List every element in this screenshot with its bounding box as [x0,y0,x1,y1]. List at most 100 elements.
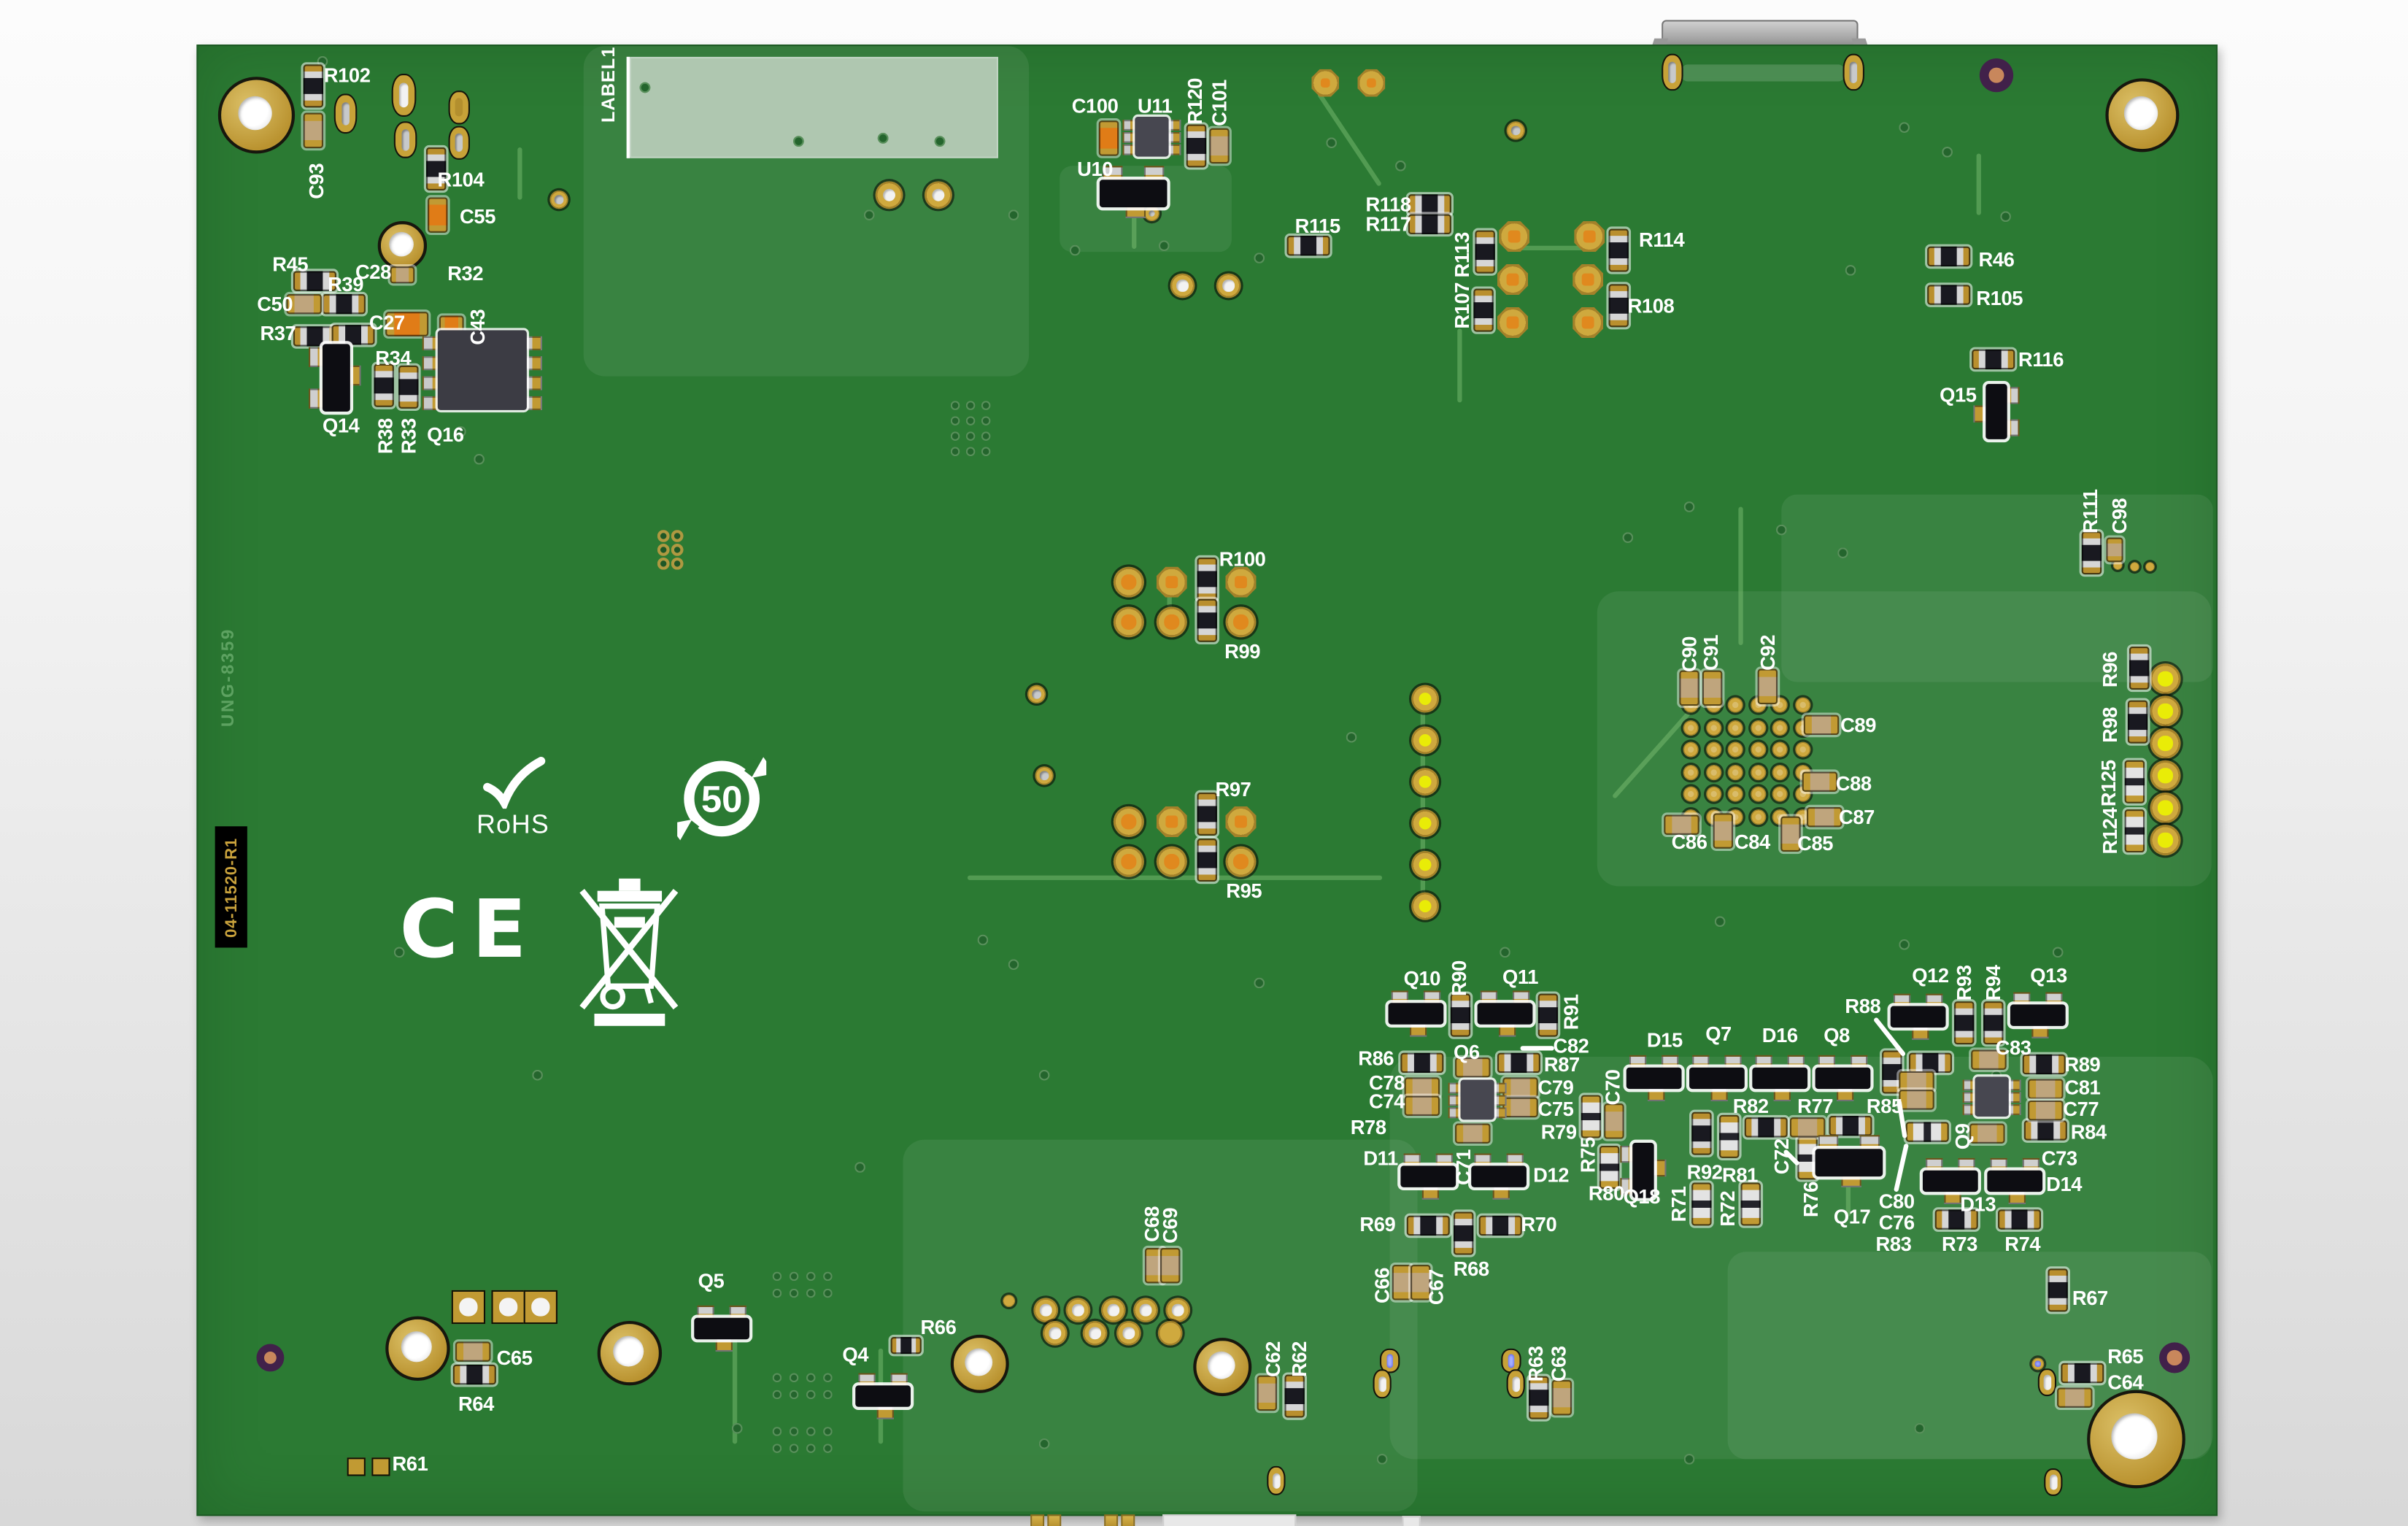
pad-center [1732,724,1739,731]
pad-center [1777,746,1783,753]
pad-round [1116,1320,1141,1346]
bga-pad [1750,786,1766,802]
capacitor-C74 [1404,1095,1440,1116]
via [789,1427,799,1436]
designator-R68: R68 [1453,1257,1489,1281]
pad-oval [1506,1369,1525,1399]
resistor-R92 [1691,1111,1712,1155]
via [823,1373,833,1383]
pad-center [1710,790,1716,798]
designator-C67: C67 [1424,1269,1448,1306]
trace [967,875,1383,879]
designator-C70: C70 [1601,1069,1624,1106]
resistor-R70 [1478,1215,1522,1236]
capacitor-C66 [1392,1265,1413,1300]
designator-R34: R34 [375,346,412,370]
designator-D12: D12 [1533,1163,1570,1187]
designator-R97: R97 [1215,777,1251,801]
pad-center [1122,574,1136,590]
designator-Q16: Q16 [427,423,464,447]
sot-body [1388,1003,1444,1025]
resistor-R108 [1608,284,1629,328]
via [1008,209,1019,221]
pad-round [1156,606,1187,638]
pad-octagon [1156,566,1187,598]
ic-body [1135,116,1169,157]
resistor-R91 [1537,993,1559,1037]
pad-center [555,195,563,204]
capacitor-C69 [1160,1247,1181,1284]
resistor-R115 [1286,236,1330,256]
designator-Q5: Q5 [698,1269,725,1293]
resistor-R65 [2061,1363,2104,1384]
sot-body [1477,1003,1533,1025]
designator-R82: R82 [1732,1094,1769,1118]
epup-50-recycle-mark: 50 [677,757,767,841]
capacitor-C72 [1789,1117,1826,1138]
pad-round [1156,846,1187,877]
pad-center [2158,704,2173,719]
resistor-R85 [1905,1122,1949,1142]
bga-pad [1705,786,1721,802]
designator-R95: R95 [1226,879,1262,903]
designator-R92: R92 [1686,1160,1723,1184]
capacitor-C92 [1757,668,1778,704]
resistor-R37 [293,326,336,347]
designator-R113: R113 [1450,232,1474,278]
via [474,453,485,465]
hole-bore [613,1336,644,1367]
via [671,530,684,542]
designator-R91: R91 [1559,994,1583,1030]
designator-R90: R90 [1447,960,1471,997]
resistor-R117 [1408,214,1451,234]
pad-center [882,188,896,201]
capacitor-C83 [1971,1049,2007,1070]
via [950,401,960,410]
transistor-Q12 [1890,993,1946,1040]
via [934,136,946,147]
pad-center [1732,813,1739,820]
designator-R125: R125 [2096,760,2120,807]
sot-body [1815,1149,1883,1177]
capacitor-C91 [1702,670,1723,706]
via [1254,977,1265,989]
capacitor-C89 [1803,714,1840,736]
via [823,1271,833,1282]
designator-C100: C100 [1071,94,1119,118]
designator-Q18: Q18 [1623,1184,1661,1209]
connector-pin [1047,1514,1062,1526]
designator-C50: C50 [257,292,293,316]
transistor-Q7 [1689,1055,1745,1101]
pad-round [875,181,903,209]
resistor-R113 [1475,230,1495,274]
pad-round [2150,728,2181,759]
designator-R76: R76 [1799,1182,1823,1218]
pad-round [1411,685,1440,713]
designator-R115: R115 [1294,214,1341,238]
pad-center [1582,274,1594,286]
resistor-R87 [1497,1052,1540,1074]
pad-center [1732,701,1739,709]
via [981,401,991,410]
via [671,544,684,556]
pad-center [1122,814,1136,829]
bga-pad [1705,741,1721,758]
pad-center [1710,768,1716,775]
via [823,1427,833,1436]
resistor-R38 [374,363,394,407]
pad-round [2150,825,2181,856]
pad-round [1033,1298,1059,1323]
trace [1977,153,1981,215]
pad-slot [1378,1376,1386,1392]
transistor-D11 [1400,1153,1456,1200]
bga-pad [1750,741,1766,758]
via [393,947,405,958]
pad-slot [401,129,410,150]
fiducial-center [1988,67,2005,84]
designator-C84: C84 [1734,830,1770,854]
pad-round [1411,850,1440,879]
ic-body [1460,1079,1494,1120]
designator-C63: C63 [1547,1346,1570,1382]
capacitor-C101 [1209,128,1230,164]
pad-center [1366,77,1377,88]
